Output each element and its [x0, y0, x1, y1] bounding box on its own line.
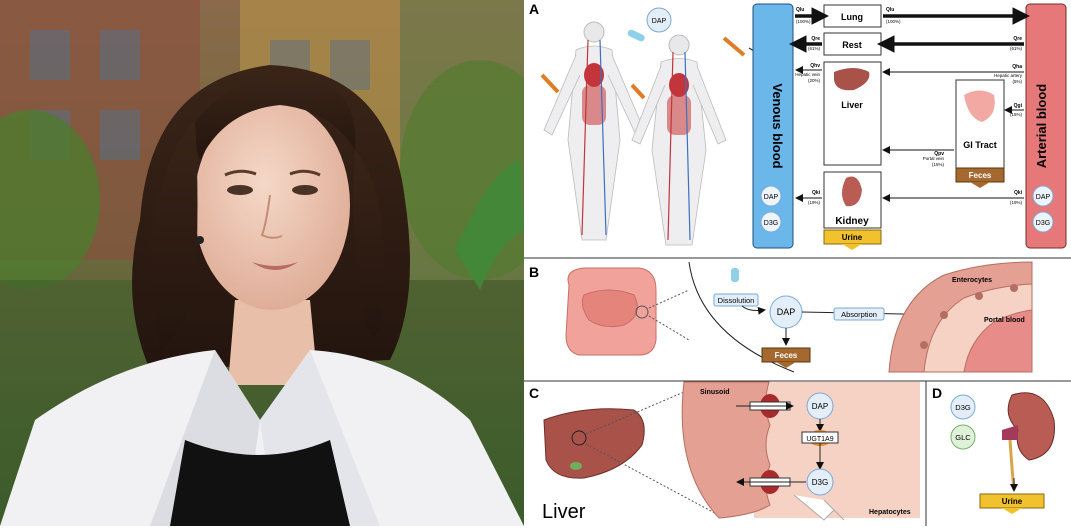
qlu-right-pct: (100%): [886, 19, 901, 24]
dap-label-c: DAP: [812, 402, 828, 411]
qgi-pct: (15%): [1010, 112, 1023, 117]
d3g-label-d: D3G: [955, 403, 971, 412]
qki-right-pct: (19%): [1010, 200, 1023, 205]
qhv-desc: Hepatic vein: [795, 72, 820, 77]
ugt1a9-label: UGT1A9: [806, 436, 833, 443]
qlu-left-pct: (100%): [796, 19, 811, 24]
dissolution-box: [713, 293, 759, 307]
arterial-species-d3g: D3G: [1036, 220, 1050, 227]
qhv-pct: (20%): [808, 78, 821, 83]
feces-label-b: Feces: [775, 351, 798, 360]
efflux-transporter: [736, 470, 806, 494]
qki-left-label: Qki: [812, 190, 821, 196]
rest-label: Rest: [842, 40, 862, 50]
intestine-illustration: [565, 267, 657, 356]
arterial-blood-compartment: [1025, 3, 1067, 249]
absorption-label: Absorption: [841, 310, 877, 319]
liver-label: Liver: [841, 100, 863, 110]
bile-canaliculus: [793, 494, 845, 521]
qpv-desc: Portal vein: [923, 156, 945, 161]
gi-organ-icon: [964, 90, 995, 122]
venous-species-d3g: D3G: [764, 220, 778, 227]
male-body-icon: [543, 21, 645, 241]
liver-large-label: Liver: [542, 501, 586, 523]
qre-left-pct: (61%): [808, 46, 821, 51]
kidney-organ-icon: [842, 176, 862, 207]
panel-a-label: A: [529, 1, 539, 17]
qre-left-label: Qre: [811, 36, 820, 42]
panel-c-label: C: [529, 385, 539, 401]
qgi-label: Qgi: [1014, 103, 1023, 109]
qha-pct: (5%): [1012, 79, 1022, 84]
dissolution-label: Dissolution: [718, 296, 755, 305]
capsule-icon: [627, 29, 645, 42]
pbpk-model-diagram: A DAP Venous blood Arterial blood: [524, 0, 1071, 526]
arterial-blood-label: Arterial blood: [1034, 84, 1049, 169]
panel-b-label: B: [529, 264, 539, 280]
qki-left-pct: (19%): [808, 200, 821, 205]
urine-label: Urine: [842, 233, 863, 242]
qha-desc: Hepatic artery: [994, 73, 1023, 78]
lung-label: Lung: [841, 12, 863, 22]
venous-species-list: DAP D3G: [760, 185, 782, 233]
qpv-pct: (15%): [932, 162, 945, 167]
kidney-illustration: [1002, 392, 1055, 491]
enterocytes-illustration: [888, 261, 1033, 373]
d3g-label-c: D3G: [812, 478, 828, 487]
qpv-label: Qpv: [934, 151, 944, 157]
dap-bubble: DAP: [646, 7, 672, 33]
female-body-icon: [631, 34, 727, 246]
dap-bubble-text: DAP: [652, 18, 667, 25]
sinusoid-region: [681, 381, 771, 519]
qlu-right-label: Qlu: [886, 7, 894, 13]
syringe-icon: [540, 36, 746, 100]
uptake-transporter: [736, 394, 794, 418]
venous-species-dap: DAP: [764, 194, 779, 201]
diagram-canvas: A DAP Venous blood Arterial blood: [524, 1, 1071, 526]
portrait-illustration: [0, 0, 524, 526]
dap-label-b: DAP: [777, 307, 796, 317]
qha-label: Qha: [1012, 64, 1022, 70]
qre-right-label: Qre: [1013, 36, 1022, 42]
qki-right-label: Qki: [1014, 190, 1023, 196]
venous-blood-label: Venous blood: [770, 83, 785, 168]
venous-blood-compartment: [752, 3, 794, 249]
capsule-icon-b: [731, 268, 739, 282]
portrait-photo: [0, 0, 524, 526]
qre-right-pct: (61%): [1010, 46, 1023, 51]
liver-illustration: [543, 408, 645, 479]
liver-organ-icon: [834, 68, 870, 91]
sinusoid-label: Sinusoid: [700, 389, 730, 396]
qhv-label: Qhv: [810, 63, 820, 69]
feces-label: Feces: [969, 171, 992, 180]
zoom-boundary: [688, 261, 795, 373]
urine-label-d: Urine: [1002, 497, 1023, 506]
d3g-circle-c: [806, 468, 834, 496]
d3g-circle-d: [950, 394, 976, 420]
gi-tract-label: GI Tract: [963, 140, 997, 150]
enterocytes-label: Enterocytes: [952, 277, 992, 284]
hepatocytes-label: Hepatocytes: [869, 509, 911, 516]
arterial-species-dap: DAP: [1036, 194, 1051, 201]
glc-label-d: GLC: [955, 433, 971, 442]
panel-d-label: D: [932, 385, 942, 401]
arterial-species-list: DAP D3G: [1032, 185, 1054, 233]
glc-circle-d: [950, 424, 976, 450]
qlu-left-label: Qlu: [796, 7, 804, 13]
portal-blood-label: Portal blood: [984, 317, 1025, 324]
kidney-label: Kidney: [835, 216, 869, 227]
absorption-box: [833, 307, 885, 321]
